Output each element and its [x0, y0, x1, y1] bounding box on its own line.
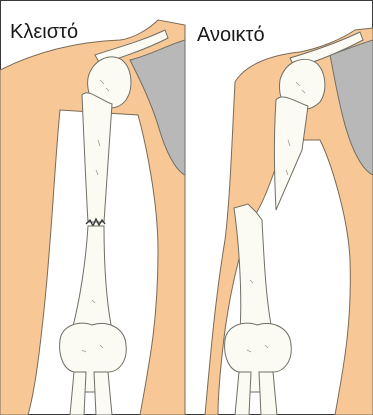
- closed-fracture-label: Κλειστό: [10, 22, 78, 42]
- closed-fracture-panel: [0, 20, 185, 415]
- open-fracture-label: Ανοικτό: [197, 25, 265, 45]
